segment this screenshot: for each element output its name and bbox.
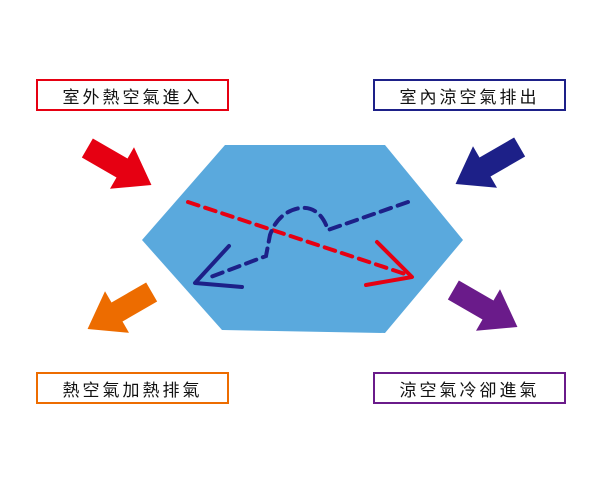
hot-exhaust-arrow-icon [87, 282, 158, 333]
cool-supply-arrow-icon [447, 280, 518, 331]
label-outdoor-hot-in: 室外熱空氣進入 [36, 79, 229, 111]
cool-air-arrowhead [193, 244, 244, 289]
hot-air-arrowhead [364, 240, 414, 287]
label-indoor-cool-out: 室內涼空氣排出 [373, 79, 566, 111]
cool-out-arrow-icon [455, 137, 526, 188]
label-cool-supply: 涼空氣冷卻進氣 [373, 372, 566, 404]
label-hot-exhaust: 熱空氣加熱排氣 [36, 372, 229, 404]
hot-in-arrow-icon [81, 138, 152, 189]
hot-air-path [186, 200, 407, 276]
cool-air-path [206, 200, 410, 280]
